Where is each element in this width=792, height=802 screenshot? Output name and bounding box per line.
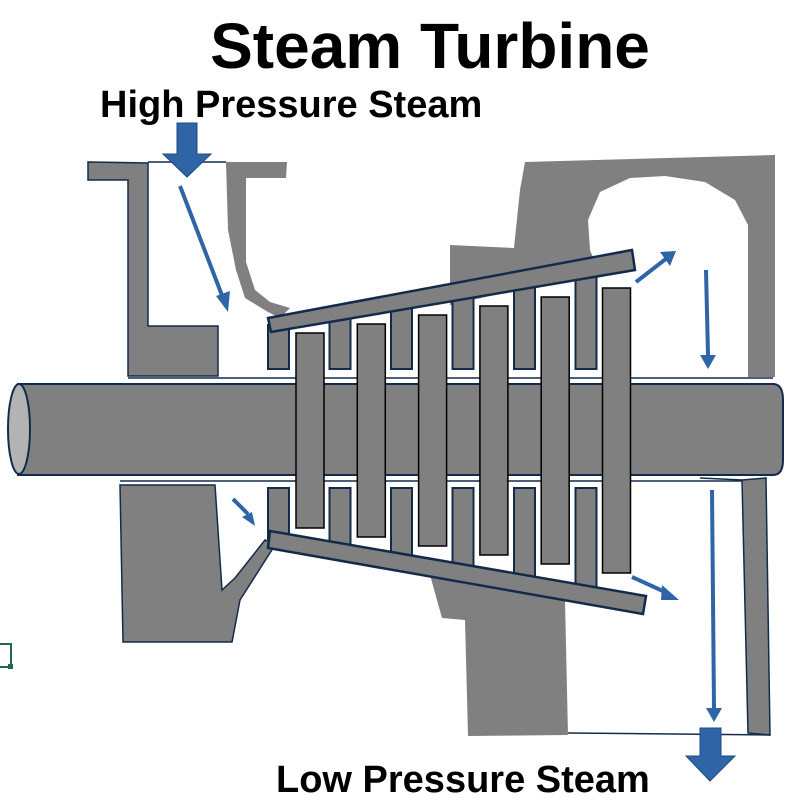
rotor-blade [356, 323, 387, 538]
exhaust-casing-upper [450, 155, 775, 377]
flow-arrow-down-lower [710, 489, 716, 709]
rotor-blades [295, 287, 632, 574]
stator-vane [574, 487, 598, 595]
rotor-blade [295, 332, 325, 529]
flow-arrow-lower-inlet [231, 497, 250, 516]
stator-vane [451, 487, 475, 573]
lower-support [430, 575, 568, 736]
stator-lower [266, 487, 648, 616]
rotor-blade [417, 314, 448, 547]
rotor-blade [479, 305, 509, 556]
lower-diaphragm [266, 529, 648, 616]
arrow-head-icon [216, 291, 230, 312]
stator-vane [390, 302, 413, 370]
arrow-head-icon [706, 708, 722, 722]
stator-vane [451, 291, 475, 370]
stator-vane [390, 487, 413, 562]
flow-arrow-exit-upper [634, 256, 669, 284]
lower-casing-left [119, 484, 277, 643]
upper-diaphragm [266, 248, 637, 334]
inlet-casing [87, 161, 290, 377]
arrow-head-icon [700, 355, 716, 369]
arrow-head-icon [242, 512, 255, 526]
diagram-title: Steam Turbine [210, 10, 650, 82]
arrow-head-icon [660, 251, 676, 266]
flow-arrow-down-upper [704, 269, 710, 356]
flow-arrows [178, 185, 722, 722]
selection-handle-icon [0, 643, 13, 669]
outlet-arrow-icon [684, 727, 737, 782]
rotor-blade [601, 287, 632, 574]
stator-vane [574, 269, 598, 370]
inlet-label: High Pressure Steam [100, 84, 482, 126]
arrow-head-icon [661, 585, 679, 600]
shaft [7, 377, 784, 482]
exhaust-casing-lower [567, 477, 771, 736]
flow-arrow-inlet [178, 185, 225, 299]
stator-vane [513, 280, 536, 370]
inlet-arrow-icon [161, 122, 213, 178]
stator-vane [513, 487, 536, 584]
outlet-label: Low Pressure Steam [276, 759, 650, 801]
stator-upper [266, 248, 637, 370]
shaft-end [7, 383, 31, 475]
rotor-blade [540, 296, 570, 565]
flow-arrow-exit-lower [631, 575, 666, 594]
